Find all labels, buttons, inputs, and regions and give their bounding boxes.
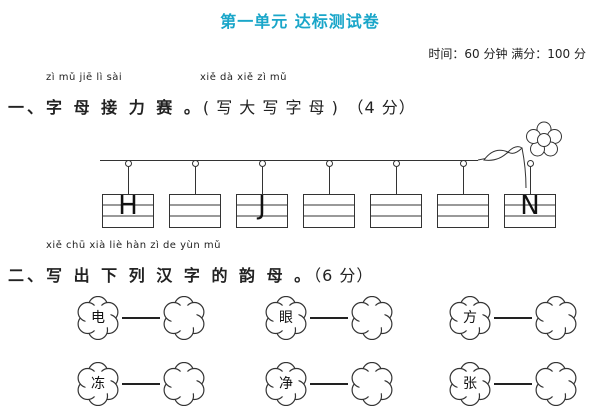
section2-pinyin: xiě chū xià liè hàn zì de yùn mǔ xyxy=(46,240,221,251)
flower-decoration-icon xyxy=(477,121,562,188)
letter-card[interactable]: N xyxy=(504,191,556,228)
section1-title: 字 母 接 力 赛 。 xyxy=(46,98,203,117)
section2-points: （6 分） xyxy=(313,266,374,285)
rope-ring xyxy=(258,160,266,167)
card-letter: H xyxy=(118,191,138,221)
connector-line xyxy=(122,317,160,319)
connector-line xyxy=(494,383,532,385)
section1-instruction: ( 写 大 写 字 母 ) xyxy=(202,98,339,117)
card-hanger xyxy=(262,167,263,194)
section2-number: 二、 xyxy=(8,266,47,285)
section2-heading: 二、写 出 下 列 汉 字 的 韵 母 。（6 分） xyxy=(8,262,373,286)
rope-ring xyxy=(459,160,467,167)
answer-flower[interactable] xyxy=(350,361,394,407)
card-hanger xyxy=(463,167,464,194)
answer-flower[interactable] xyxy=(534,361,578,407)
card-hanger xyxy=(530,167,531,194)
time-score-info: 时间：60 分钟 满分：100 分 xyxy=(428,47,586,61)
card-hanger xyxy=(128,167,129,194)
answer-flower[interactable] xyxy=(534,295,578,341)
answer-flower[interactable] xyxy=(350,295,394,341)
card-hanger xyxy=(195,167,196,194)
rope-ring xyxy=(191,160,199,167)
card-hanger xyxy=(329,167,330,194)
letter-card[interactable] xyxy=(169,194,221,228)
character-flower: 净 xyxy=(264,361,308,407)
letter-card[interactable] xyxy=(303,194,355,228)
character-flower: 张 xyxy=(448,361,492,407)
hanzi-character: 张 xyxy=(463,376,477,392)
section1-pinyin-right: xiě dà xiě zì mǔ xyxy=(200,72,287,83)
card-letter: J xyxy=(258,191,266,221)
rope-ring xyxy=(526,160,534,167)
rope-ring xyxy=(124,160,132,167)
relay-rope xyxy=(100,160,478,161)
connector-line xyxy=(310,317,348,319)
character-flower: 电 xyxy=(76,295,120,341)
connector-line xyxy=(494,317,532,319)
section2-title: 写 出 下 列 汉 字 的 韵 母 。 xyxy=(46,266,314,285)
letter-card[interactable]: H xyxy=(102,191,154,228)
hanzi-character: 冻 xyxy=(91,376,105,392)
card-letter: N xyxy=(520,191,540,221)
connector-line xyxy=(310,383,348,385)
rope-ring xyxy=(392,160,400,167)
connector-line xyxy=(122,383,160,385)
letter-card[interactable]: J xyxy=(236,191,288,228)
card-hanger xyxy=(396,167,397,194)
section1-pinyin-left: zì mǔ jiē lì sài xyxy=(46,72,123,83)
answer-flower[interactable] xyxy=(162,295,206,341)
letter-card[interactable] xyxy=(437,194,489,228)
page-title: 第一单元 达标测试卷 xyxy=(220,12,380,31)
character-flower: 冻 xyxy=(76,361,120,407)
character-flower: 方 xyxy=(448,295,492,341)
hanzi-character: 方 xyxy=(463,310,477,326)
answer-flower[interactable] xyxy=(162,361,206,407)
hanzi-character: 眼 xyxy=(279,310,293,326)
section1-points: （4 分） xyxy=(347,98,416,117)
section1-number: 一、 xyxy=(8,98,47,117)
letter-card[interactable] xyxy=(370,194,422,228)
rope-ring xyxy=(325,160,333,167)
character-flower: 眼 xyxy=(264,295,308,341)
hanzi-character: 电 xyxy=(91,310,105,326)
hanzi-character: 净 xyxy=(279,376,293,392)
section1-heading: 一、字 母 接 力 赛 。( 写 大 写 字 母 ) （4 分） xyxy=(8,94,416,118)
